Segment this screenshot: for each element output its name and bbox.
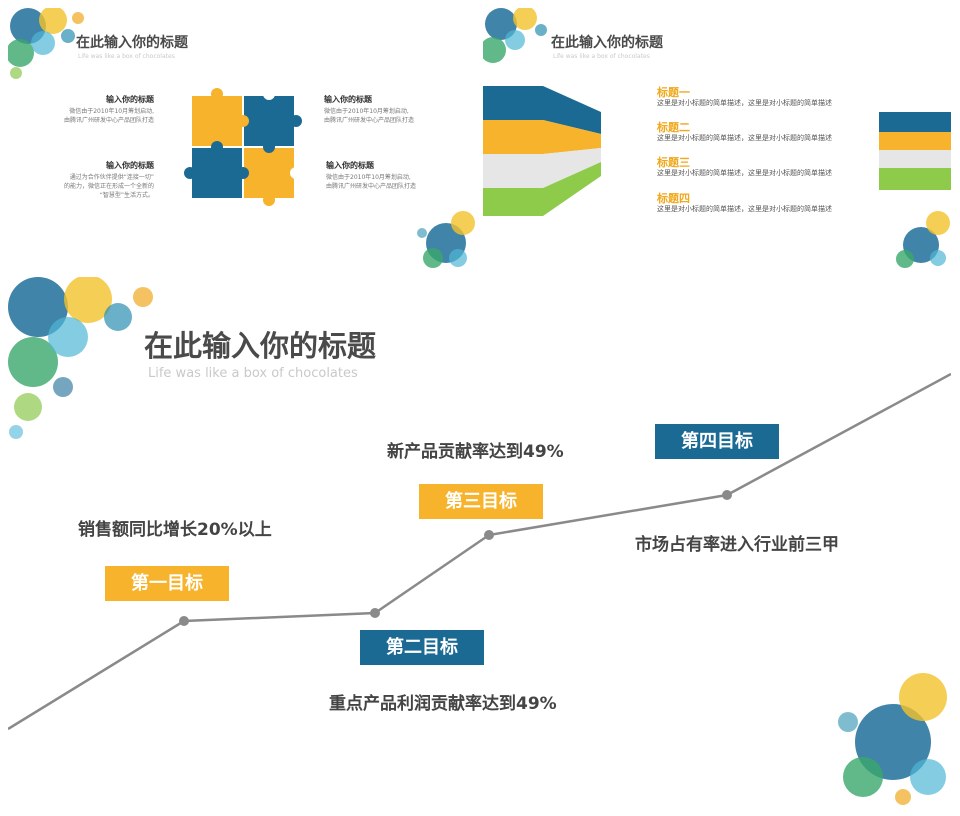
item-text: 微信由于2010年10月筹划启动,由腾讯广州研发中心产品团队打造 bbox=[326, 174, 417, 190]
item-text: 微信由于2010年10月筹划启动,由腾讯广州研发中心产品团队打造 bbox=[324, 108, 415, 124]
slide-subtitle: Life was like a box of chocolates bbox=[553, 53, 650, 60]
slide-title: 在此输入你的标题 bbox=[551, 35, 663, 51]
slide-puzzle: 在此输入你的标题 Life was like a box of chocolat… bbox=[8, 8, 476, 271]
item-heading: 输入你的标题 bbox=[326, 161, 374, 170]
milestone-goal-2: 重点产品利润贡献率达到49% bbox=[329, 694, 557, 714]
list-item-title: 标题三 bbox=[657, 156, 690, 169]
milestone-badge-4: 第四目标 bbox=[655, 424, 779, 459]
milestone-goal-3: 新产品贡献率达到49% bbox=[387, 442, 564, 462]
puzzle-piece-bottom-right bbox=[244, 148, 294, 198]
list-item-title: 标题一 bbox=[657, 86, 690, 99]
slide-milestones: 在此输入你的标题 Life was like a box of chocolat… bbox=[8, 277, 951, 807]
slide-subtitle: Life was like a box of chocolates bbox=[148, 366, 358, 381]
list-item-title: 标题二 bbox=[657, 121, 690, 134]
slide-title: 在此输入你的标题 bbox=[76, 35, 188, 51]
puzzle-piece-top-left bbox=[192, 96, 242, 146]
paint-splash-top-left bbox=[8, 277, 153, 439]
list-item-desc: 这里是对小标题的简单描述，这里是对小标题的简单描述 bbox=[657, 169, 832, 177]
item-heading: 输入你的标题 bbox=[106, 95, 154, 104]
slide-subtitle: Life was like a box of chocolates bbox=[78, 53, 175, 60]
list-item-desc: 这里是对小标题的简单描述，这里是对小标题的简单描述 bbox=[657, 134, 832, 142]
milestone-badge-3: 第三目标 bbox=[419, 484, 543, 519]
milestone-dot bbox=[179, 616, 189, 626]
milestone-badge-1: 第一目标 bbox=[105, 566, 229, 601]
milestone-badge-2: 第二目标 bbox=[360, 630, 484, 665]
paint-splash-bottom-right bbox=[838, 673, 947, 805]
slide-title: 在此输入你的标题 bbox=[144, 329, 377, 363]
puzzle-piece-bottom-left bbox=[192, 148, 242, 198]
paint-splash-bottom-right bbox=[417, 211, 475, 268]
milestone-dot bbox=[722, 490, 732, 500]
paint-splash-top-left bbox=[483, 8, 547, 63]
slide-ribbons: 在此输入你的标题 Life was like a box of chocolat… bbox=[483, 8, 951, 271]
puzzle-graphic bbox=[184, 88, 302, 206]
paint-splash-bottom-right bbox=[896, 211, 950, 268]
milestone-goal-1: 销售额同比增长20%以上 bbox=[78, 520, 272, 540]
growth-line bbox=[8, 372, 951, 731]
milestone-goal-4: 市场占有率进入行业前三甲 bbox=[635, 535, 839, 555]
item-text: 微信由于2010年10月筹划启动,由腾讯广州研发中心产品团队打造 bbox=[63, 108, 154, 124]
list-item-desc: 这里是对小标题的简单描述，这里是对小标题的简单描述 bbox=[657, 99, 832, 107]
ribbon-end-graphic bbox=[879, 112, 951, 190]
item-text: 通过为合作伙伴提供“连接一切”的能力，微信正在形成一个全新的“智慧型”生活方式。 bbox=[63, 174, 154, 199]
item-heading: 输入你的标题 bbox=[324, 95, 372, 104]
milestone-dot bbox=[484, 530, 494, 540]
milestone-dot bbox=[370, 608, 380, 618]
puzzle-piece-top-right bbox=[244, 96, 294, 146]
ribbon-graphic bbox=[483, 86, 601, 216]
item-heading: 输入你的标题 bbox=[106, 161, 154, 170]
paint-splash-top-left bbox=[8, 8, 84, 79]
list-item-title: 标题四 bbox=[657, 192, 690, 205]
list-item-desc: 这里是对小标题的简单描述，这里是对小标题的简单描述 bbox=[657, 205, 832, 213]
